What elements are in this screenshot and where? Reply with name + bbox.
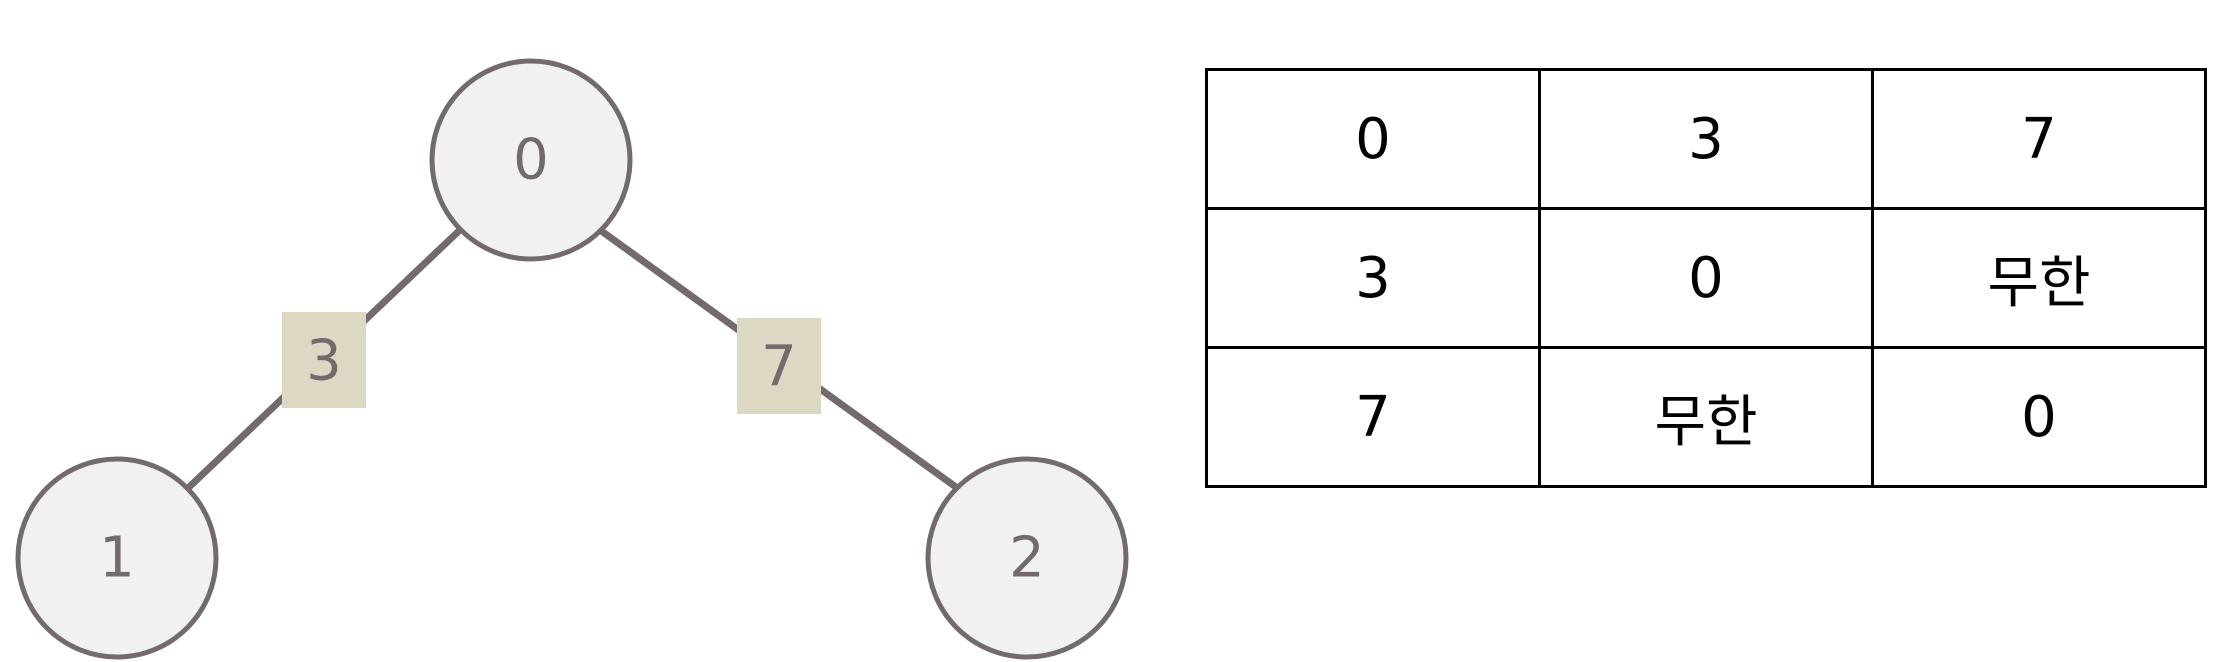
node-circle <box>925 456 1129 660</box>
matrix-cell: 0 <box>1871 346 2207 488</box>
matrix-row-1: 3 0 무한 <box>1205 207 2207 349</box>
weight-label: 7 <box>761 335 797 400</box>
graph-diagram: 3 7 0 1 2 <box>15 58 1129 660</box>
edge-weight-0-2: 7 <box>737 318 821 414</box>
matrix-cell: 7 <box>1871 68 2207 210</box>
edge-weight-0-1: 3 <box>282 312 366 408</box>
weight-label: 3 <box>306 329 342 394</box>
matrix-row-2: 7 무한 0 <box>1205 346 2207 488</box>
matrix-cell: 3 <box>1205 207 1541 349</box>
node-1: 1 <box>15 456 219 660</box>
matrix-cell: 무한 <box>1538 346 1874 488</box>
matrix-cell: 3 <box>1538 68 1874 210</box>
matrix-cell: 0 <box>1538 207 1874 349</box>
weight-box <box>282 312 366 408</box>
node-circle <box>15 456 219 660</box>
matrix-cell: 0 <box>1205 68 1541 210</box>
node-2: 2 <box>925 456 1129 660</box>
matrix-cell: 7 <box>1205 346 1541 488</box>
weight-box <box>737 318 821 414</box>
node-label: 1 <box>99 526 135 591</box>
matrix-row-0: 0 3 7 <box>1205 68 2207 210</box>
matrix-cell: 무한 <box>1871 207 2207 349</box>
adjacency-matrix: 0 3 7 3 0 무한 7 무한 0 <box>1205 68 2207 488</box>
node-0: 0 <box>429 58 633 262</box>
node-label: 0 <box>513 128 549 193</box>
node-label: 2 <box>1009 526 1045 591</box>
node-circle <box>429 58 633 262</box>
